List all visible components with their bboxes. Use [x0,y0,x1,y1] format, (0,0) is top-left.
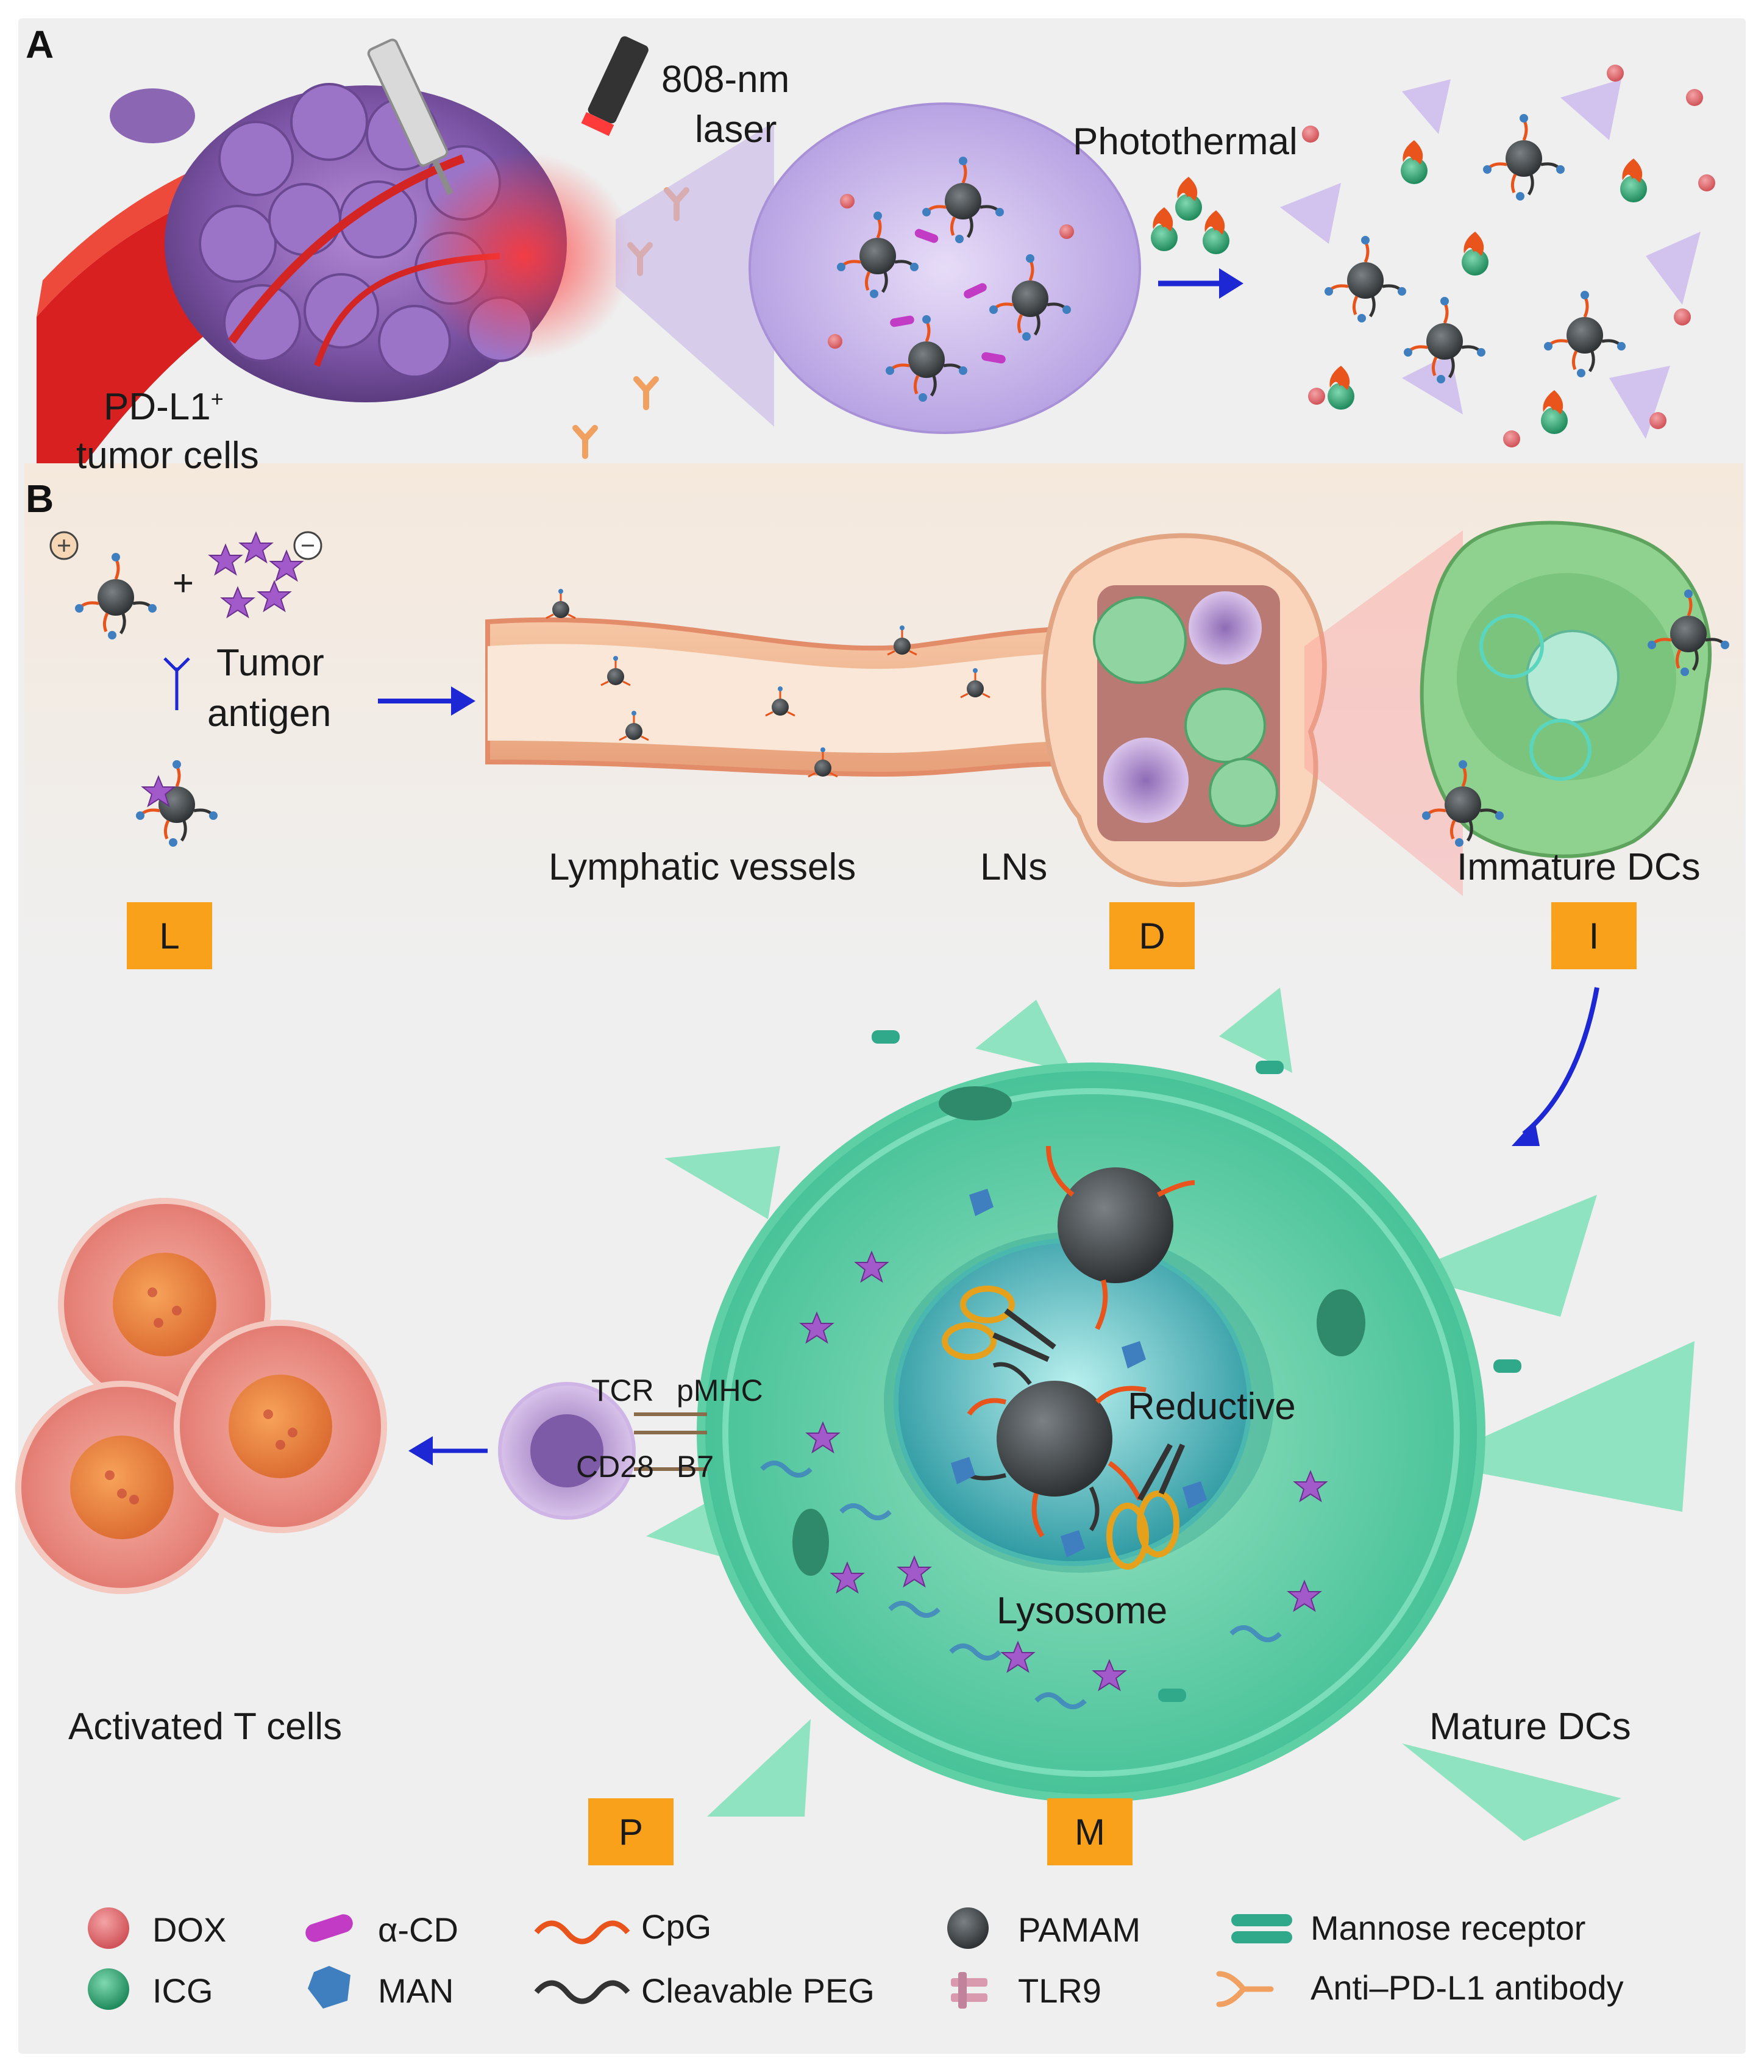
lymphatic-vessels-label: Lymphatic vessels [549,846,856,888]
alpha-cd-icon [305,1914,353,1942]
pamam-sphere-icon [947,1907,989,1949]
lns-label: LNs [980,846,1048,888]
panel-label-b: B [26,477,54,521]
laser-label-line1: 808-nm [661,59,790,101]
lysosome-label: Lysosome [997,1590,1168,1632]
legend-mannose-receptor: Mannose receptor [1311,1909,1586,1947]
mature-dcs-label: Mature DCs [1429,1706,1631,1748]
reductive-label: Reductive [1128,1386,1296,1428]
panel-label-a: A [26,23,54,66]
plus-sign: + [172,563,194,603]
badge-i: I [1551,902,1637,969]
b7-label: B7 [677,1450,714,1484]
legend-tlr9: TLR9 [1018,1971,1101,2010]
man-icon [308,1966,350,2009]
legend-anti-pdl1-antibody: Anti–PD-L1 antibody [1311,1968,1624,2007]
legend-cleavable-peg: Cleavable PEG [641,1971,875,2010]
badge-m: M [1047,1798,1133,1865]
badge-d: D [1109,902,1195,969]
activated-t-cells-label: Activated T cells [68,1706,343,1748]
photothermal-label: Photothermal [1073,121,1298,163]
legend-man: MAN [378,1971,454,2010]
tlr9-icon [951,1972,987,2009]
badge-p: P [588,1798,674,1865]
tumor-antigen-line1: Tumor [216,642,324,684]
immature-dcs-label: Immature DCs [1457,846,1701,888]
icg-sphere-icon [88,1968,129,2010]
cpg-strand-icon [534,1920,630,1945]
legend-dox: DOX [152,1910,227,1949]
legend-icg: ICG [152,1971,213,2010]
dox-sphere-icon [88,1907,129,1949]
tcr-label: TCR [591,1373,654,1408]
cd28-label: CD28 [576,1450,654,1484]
cleavable-peg-icon [534,1980,630,2004]
laser-label-line2: laser [695,109,777,151]
anti-pdl1-antibody-icon [1216,1971,1274,2007]
tumor-antigen-line2: antigen [207,692,332,735]
pmhc-label: pMHC [677,1373,763,1408]
mannose-receptor-icon [1231,1914,1292,1943]
legend-alpha-cd: α-CD [378,1910,458,1949]
legend-icons [88,1907,1292,2010]
badge-l: L [127,902,212,969]
tumor-label-line2: tumor cells [76,435,259,477]
legend-cpg: CpG [641,1907,712,1946]
legend-pamam: PAMAM [1018,1910,1141,1949]
tumor-label-line1: PD-L1+ [104,386,224,428]
